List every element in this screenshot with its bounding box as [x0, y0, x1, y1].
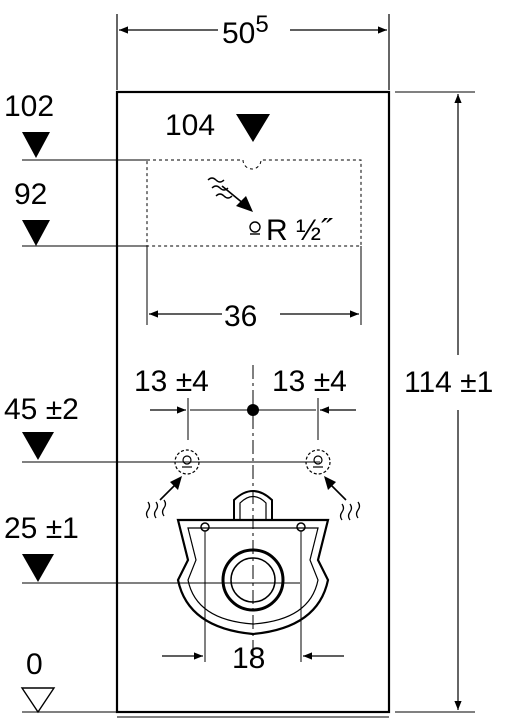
- height-92-triangle-icon: [22, 220, 50, 246]
- supply-box-width-label: 36: [224, 300, 257, 333]
- height-102-label: 102: [4, 90, 54, 123]
- height-25-label: 25 ±1: [4, 512, 79, 545]
- offset-dimensions: 13 ±4 13 ±4: [134, 365, 356, 440]
- total-height-label: 114 ±1: [404, 366, 493, 399]
- left-bolt-icon: [174, 449, 200, 475]
- height-92-label: 92: [14, 178, 47, 211]
- total-height-dimension: 114 ±1: [395, 91, 493, 713]
- left-offset-label: 13 ±4: [134, 365, 209, 398]
- height-45-marker: 45 ±2: [4, 393, 320, 463]
- depth-triangle-icon: [236, 114, 270, 142]
- right-offset-label: 13 ±4: [272, 365, 347, 398]
- toilet-bowl: [176, 490, 330, 662]
- floor-triangle-icon: [20, 687, 56, 714]
- height-45-label: 45 ±2: [4, 393, 79, 426]
- water-inlet-icon: [207, 177, 261, 235]
- height-45-triangle-icon: [22, 432, 54, 460]
- frame-outline: [115, 90, 391, 714]
- supply-thread-label: R ½˝: [266, 214, 333, 247]
- width-dimension: 505: [116, 11, 390, 90]
- right-bolt-icon: [305, 449, 331, 475]
- height-25-triangle-icon: [22, 554, 54, 582]
- pan-spacing-label: 18: [232, 642, 265, 675]
- pan-spacing-dimension: 18: [162, 642, 344, 675]
- floor-level-label: 0: [26, 648, 43, 681]
- supply-box: 36: [146, 159, 362, 333]
- center-point-icon: [247, 404, 259, 416]
- right-flow-icon: [324, 476, 361, 521]
- depth-label: 104: [165, 109, 215, 142]
- depth-marker: 104: [165, 109, 270, 142]
- width-label: 505: [222, 11, 269, 50]
- height-102-marker: 102: [4, 90, 147, 161]
- height-25-marker: 25 ±1: [4, 512, 300, 584]
- left-flow-icon: [145, 476, 182, 519]
- height-102-triangle-icon: [22, 132, 50, 158]
- floor-level-marker: 0: [20, 648, 117, 714]
- height-92-marker: 92: [14, 178, 147, 247]
